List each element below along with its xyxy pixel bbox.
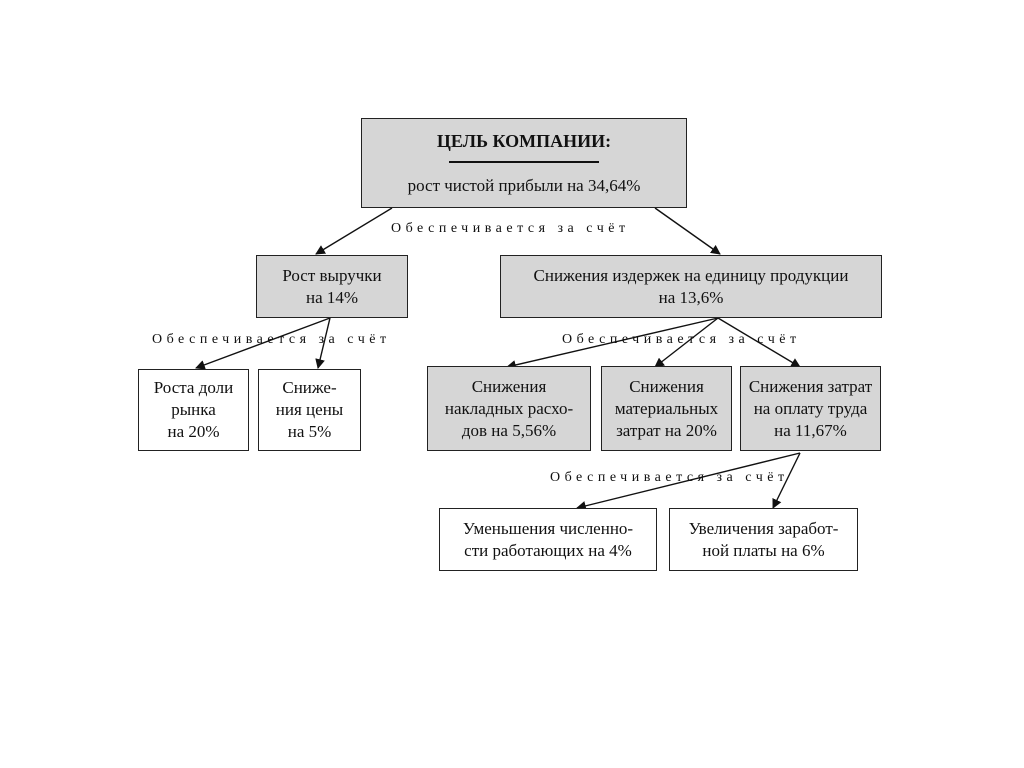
connector-label-bottom: Обеспечивается за счёт <box>550 470 789 485</box>
overhead-line-3: дов на 5,56% <box>461 420 557 440</box>
headcount-line-1: Уменьшения численно- <box>462 518 634 538</box>
labor-cost-box: Снижения затрат на оплату труда на 11,67… <box>740 366 881 451</box>
cost-reduction-line-1: Снижения издержек на единицу продукции <box>533 265 849 285</box>
arrow-costs-to-overhead <box>506 317 719 370</box>
overhead-line-2: накладных расхо- <box>444 398 574 418</box>
arrow-costs-to-labor <box>717 317 801 368</box>
materials-line-3: затрат на 20% <box>616 420 717 440</box>
arrow-labor-to-headcount <box>576 452 801 511</box>
goal-title: ЦЕЛЬ КОМПАНИИ: <box>436 130 612 151</box>
cost-reduction-box: Снижения издержек на единицу продукции н… <box>500 255 882 318</box>
goal-title-underline <box>449 160 599 163</box>
revenue-growth-line-1: Рост выручки <box>282 265 382 285</box>
materials-line-1: Снижения <box>629 376 704 396</box>
labor-cost-line-1: Снижения затрат <box>748 376 873 396</box>
market-share-line-2: рынка <box>171 400 216 419</box>
materials-box: Снижения материальных затрат на 20% <box>601 366 732 451</box>
connector-label-right: Обеспечивается за счёт <box>562 332 801 347</box>
goal-text: рост чистой прибыли на 34,64% <box>407 175 641 195</box>
revenue-growth-box: Рост выручки на 14% <box>256 255 408 318</box>
wages-line-2: ной платы на 6% <box>702 540 825 560</box>
market-share-line-1: Роста доли <box>153 378 234 397</box>
materials-line-2: материальных <box>614 398 719 418</box>
arrow-costs-to-materials <box>654 317 719 368</box>
connector-label-top: Обеспечивается за счёт <box>391 221 630 236</box>
revenue-growth-line-2: на 14% <box>305 287 359 307</box>
arrow-revenue-to-market <box>195 317 331 370</box>
market-share-line-3: на 20% <box>167 422 220 441</box>
headcount-line-2: сти работающих на 4% <box>464 540 632 560</box>
labor-cost-line-2: на оплату труда <box>753 398 868 418</box>
arrow-labor-to-wages <box>772 452 801 509</box>
price-cut-line-2: ния цены <box>275 400 344 419</box>
price-cut-box: Сниже- ния цены на 5% <box>258 369 361 451</box>
connector-label-left: Обеспечивается за счёт <box>152 332 391 347</box>
overhead-line-1: Снижения <box>471 376 547 396</box>
labor-cost-line-3: на 11,67% <box>774 420 847 440</box>
wages-line-1: Увеличения заработ- <box>688 518 839 538</box>
overhead-box: Снижения накладных расхо- дов на 5,56% <box>427 366 591 451</box>
cost-reduction-line-2: на 13,6% <box>658 287 724 307</box>
price-cut-line-3: на 5% <box>287 422 332 441</box>
price-cut-line-1: Сниже- <box>282 378 337 397</box>
company-goal-box: ЦЕЛЬ КОМПАНИИ: рост чистой прибыли на 34… <box>361 118 687 208</box>
wages-box: Увеличения заработ- ной платы на 6% <box>669 508 858 571</box>
market-share-box: Роста доли рынка на 20% <box>138 369 249 451</box>
arrow-revenue-to-price <box>315 317 331 369</box>
headcount-box: Уменьшения численно- сти работающих на 4… <box>439 508 657 571</box>
arrow-goal-to-revenue <box>315 207 393 255</box>
arrow-goal-to-costs <box>654 207 721 255</box>
